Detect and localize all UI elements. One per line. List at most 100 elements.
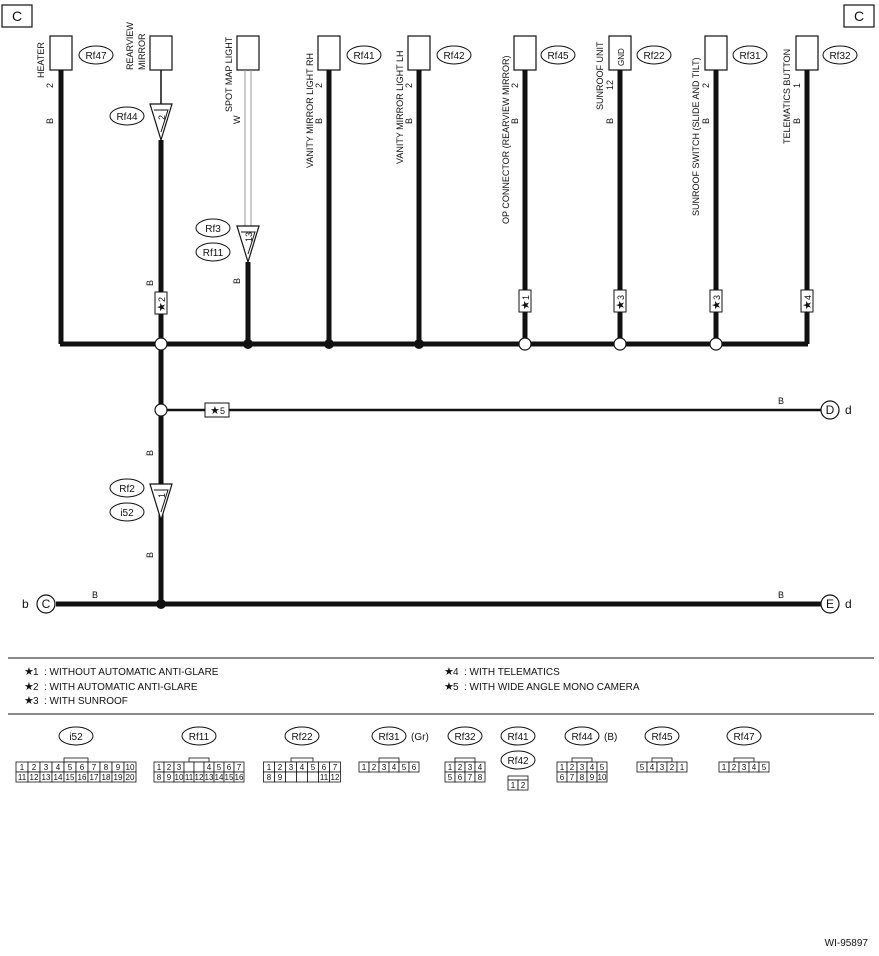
svg-text:★: ★ <box>24 666 34 678</box>
svg-text:1: 1 <box>560 763 565 772</box>
svg-text:Rf31: Rf31 <box>378 732 400 743</box>
svg-text:1: 1 <box>362 763 367 772</box>
note-3: ★3: WITH SUNROOF <box>24 695 128 707</box>
svg-text:B: B <box>778 590 784 600</box>
svg-text:12: 12 <box>331 773 340 782</box>
svg-text:VANITY MIRROR LIGHT LH: VANITY MIRROR LIGHT LH <box>395 50 405 164</box>
svg-text:2: 2 <box>33 682 39 693</box>
svg-text:5: 5 <box>311 763 316 772</box>
svg-text:(B): (B) <box>604 732 617 743</box>
corner-label-top-left: C <box>1 4 33 28</box>
svg-text:1: 1 <box>448 763 453 772</box>
svg-text:Rf22: Rf22 <box>291 732 313 743</box>
svg-text:9: 9 <box>167 773 172 782</box>
svg-text:7: 7 <box>570 773 575 782</box>
svg-text:13: 13 <box>205 773 214 782</box>
svg-text:TELEMATICS BUTTON: TELEMATICS BUTTON <box>782 49 792 144</box>
svg-text:2: 2 <box>157 297 167 302</box>
svg-text:Rf31: Rf31 <box>739 51 761 62</box>
svg-text:2: 2 <box>314 83 324 88</box>
svg-text:12: 12 <box>30 773 39 782</box>
svg-text:B: B <box>792 118 802 124</box>
svg-text:11: 11 <box>18 773 27 782</box>
svg-text:3: 3 <box>580 763 585 772</box>
svg-text:13: 13 <box>244 232 254 242</box>
svg-text:3: 3 <box>742 763 747 772</box>
svg-text:★: ★ <box>24 695 34 707</box>
svg-text:5: 5 <box>220 406 225 416</box>
svg-text:B: B <box>145 450 155 456</box>
svg-text:REARVIEW: REARVIEW <box>125 22 135 70</box>
svg-text:6: 6 <box>322 763 327 772</box>
svg-text:15: 15 <box>66 773 75 782</box>
svg-text:★: ★ <box>711 300 723 310</box>
svg-text:Rf11: Rf11 <box>203 248 224 259</box>
svg-text:14: 14 <box>215 773 224 782</box>
svg-text:4: 4 <box>392 763 397 772</box>
svg-text:1: 1 <box>511 781 516 790</box>
spot-map-light-component: 13 SPOT MAP LIGHT W Rf3 Rf11 B <box>195 35 260 344</box>
svg-text:11: 11 <box>185 773 194 782</box>
svg-text:SUNROOF SWITCH (SLIDE AND TILT: SUNROOF SWITCH (SLIDE AND TILT) <box>691 57 701 216</box>
svg-text:B: B <box>45 118 55 124</box>
vanity-mirror-light-lh-component: VANITY MIRROR LIGHT LH 2 B Rf42 <box>395 35 472 344</box>
svg-text:d: d <box>845 403 852 417</box>
option-notes: ★1: WITHOUT AUTOMATIC ANTI-GLARE ★2: WIT… <box>24 666 640 707</box>
svg-text:Rf44: Rf44 <box>116 112 138 123</box>
svg-text:5: 5 <box>600 763 605 772</box>
svg-text:MIRROR: MIRROR <box>137 33 147 70</box>
svg-text:HEATER: HEATER <box>36 42 46 78</box>
svg-text:2: 2 <box>167 763 172 772</box>
svg-text:8: 8 <box>104 763 109 772</box>
svg-text:B: B <box>232 278 242 284</box>
svg-text:Rf41: Rf41 <box>507 732 529 743</box>
svg-text:3: 3 <box>468 763 473 772</box>
svg-text:Rf47: Rf47 <box>85 51 107 62</box>
svg-text:Rf32: Rf32 <box>829 51 851 62</box>
svg-text:9: 9 <box>590 773 595 782</box>
svg-text:19: 19 <box>114 773 123 782</box>
svg-text:★: ★ <box>520 300 532 310</box>
svg-text:2: 2 <box>157 115 167 120</box>
svg-text:2: 2 <box>278 763 283 772</box>
svg-text:VANITY MIRROR LIGHT RH: VANITY MIRROR LIGHT RH <box>305 53 315 168</box>
svg-text:1: 1 <box>722 763 727 772</box>
svg-text:Rf22: Rf22 <box>643 51 665 62</box>
svg-text:Rf42: Rf42 <box>443 51 465 62</box>
svg-text:Rf47: Rf47 <box>733 732 755 743</box>
svg-text:3: 3 <box>44 763 49 772</box>
svg-text:6: 6 <box>458 773 463 782</box>
svg-text:2: 2 <box>458 763 463 772</box>
corner-label-top-right: C <box>843 4 875 28</box>
svg-text:C: C <box>854 8 864 24</box>
svg-text:B: B <box>404 118 414 124</box>
svg-text:C: C <box>12 8 22 24</box>
svg-text:b: b <box>22 597 29 611</box>
svg-text:7: 7 <box>237 763 242 772</box>
svg-text:12: 12 <box>195 773 204 782</box>
svg-text:3: 3 <box>177 763 182 772</box>
svg-text:8: 8 <box>478 773 483 782</box>
svg-text:i52: i52 <box>120 508 134 519</box>
note-2: ★2: WITH AUTOMATIC ANTI-GLARE <box>24 681 198 693</box>
svg-text:2: 2 <box>570 763 575 772</box>
svg-text:9: 9 <box>116 763 121 772</box>
svg-text:5: 5 <box>402 763 407 772</box>
note-5: ★5: WITH WIDE ANGLE MONO CAMERA <box>444 681 640 693</box>
svg-text:11: 11 <box>320 773 329 782</box>
svg-text:2: 2 <box>372 763 377 772</box>
svg-text:1: 1 <box>33 667 39 678</box>
svg-text:2: 2 <box>45 83 55 88</box>
svg-text:E: E <box>826 597 834 611</box>
svg-text:W: W <box>232 115 242 124</box>
svg-text:2: 2 <box>732 763 737 772</box>
note-4: ★4: WITH TELEMATICS <box>444 666 560 678</box>
svg-text:7: 7 <box>333 763 338 772</box>
svg-text:13: 13 <box>42 773 51 782</box>
svg-text:(Gr): (Gr) <box>411 732 429 743</box>
svg-text:★: ★ <box>24 681 34 693</box>
svg-text:C: C <box>42 597 51 611</box>
